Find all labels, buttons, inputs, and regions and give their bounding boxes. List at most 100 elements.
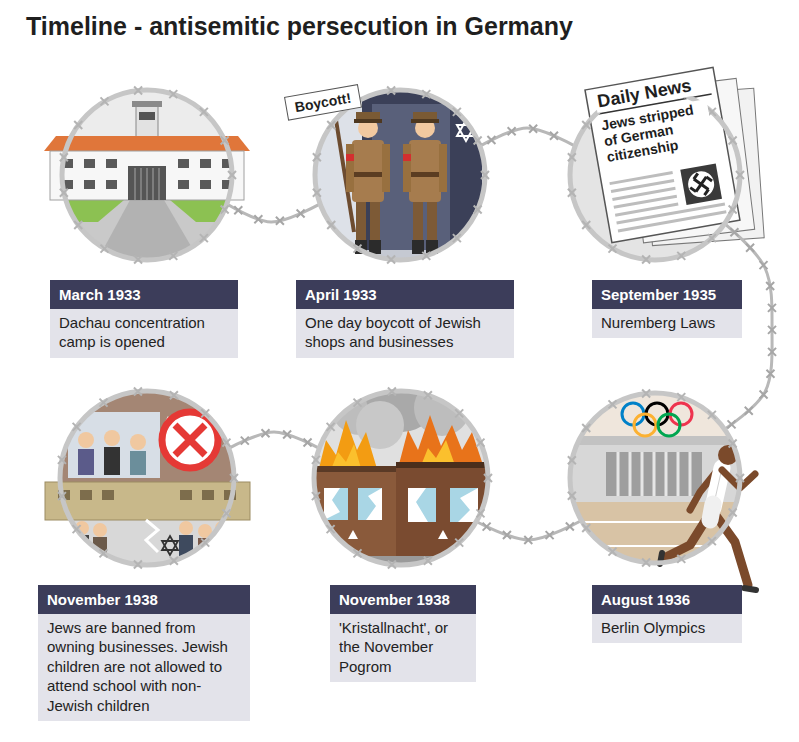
barb (566, 522, 574, 530)
wire-connector (228, 204, 319, 222)
stadium (560, 436, 760, 582)
front-newspaper (585, 67, 740, 242)
event-date: August 1936 (592, 585, 742, 614)
barb (768, 348, 776, 356)
barb (582, 424, 590, 432)
olympics-illustration (560, 392, 760, 590)
barb (254, 215, 262, 223)
front-newspaper (585, 67, 740, 242)
soldier-figure (346, 112, 390, 254)
barb (60, 189, 68, 197)
soldier-figure (439, 144, 447, 192)
ban-illustration (45, 482, 250, 520)
runner-figure (710, 504, 713, 520)
barb (60, 153, 68, 161)
barb (736, 171, 744, 179)
soldier-figure (369, 240, 381, 254)
crack-line (146, 520, 158, 552)
dachau-illustration (139, 112, 155, 120)
barb (276, 217, 284, 225)
event-circle: November 1938Jews are banned from owning… (57, 388, 237, 568)
barb (261, 429, 269, 437)
barb (642, 256, 650, 264)
barb (200, 234, 208, 242)
sign-text: Boycott! (284, 84, 362, 121)
event-description: One day boycott of Jewish shops and busi… (296, 309, 514, 358)
event-circle: November 1938'Kristallnacht', or the Nov… (311, 388, 491, 568)
barb (729, 509, 737, 517)
barb (312, 456, 320, 464)
ban-sign (175, 425, 205, 455)
barb (455, 409, 463, 417)
barbed-rim (60, 391, 234, 565)
barb (609, 400, 617, 408)
crowd-figure (75, 521, 229, 568)
barb (134, 86, 142, 94)
barb (642, 559, 650, 567)
barb (228, 171, 236, 179)
barb (745, 407, 753, 415)
crowd-figure (93, 523, 107, 537)
diagram-title: Timeline - antisemitic persecution in Ge… (26, 12, 573, 41)
barb (736, 474, 744, 482)
barb (327, 423, 335, 431)
barb (134, 256, 142, 264)
barb (424, 391, 432, 399)
olympic-rings (634, 414, 656, 436)
camp-window (84, 159, 95, 168)
barb (200, 108, 208, 116)
soldier-figure (352, 172, 384, 177)
olympic-rings (658, 414, 680, 436)
barb (708, 234, 716, 242)
crowd-figure (215, 535, 229, 565)
barb (170, 557, 178, 565)
barb (529, 125, 537, 133)
burning-street (312, 466, 396, 472)
event-circle: August 1936Berlin Olympics (567, 390, 743, 566)
camp-window (178, 159, 189, 168)
barbed-wire (481, 125, 574, 146)
barb (746, 244, 754, 252)
barb (677, 555, 685, 563)
broken-window (324, 488, 478, 522)
soldier-figure (346, 154, 354, 161)
barb (327, 221, 335, 229)
barb (201, 409, 209, 417)
barb (582, 221, 590, 229)
barb (503, 531, 511, 539)
barb (484, 474, 492, 482)
barb (134, 387, 142, 395)
barb (481, 171, 489, 179)
dachau-illustration (135, 168, 159, 200)
circle-outline (567, 390, 743, 566)
shopfront (130, 451, 146, 475)
event-description: Jews are banned from owning businesses. … (38, 614, 250, 722)
school-window (180, 490, 192, 500)
event-date: March 1933 (50, 280, 238, 309)
broken-window (358, 488, 382, 520)
school-window (80, 490, 92, 500)
barb (222, 509, 230, 517)
barb (313, 189, 321, 197)
shopfront (104, 430, 120, 446)
dachau-illustration (50, 151, 244, 200)
barb (221, 136, 229, 144)
event-circle: April 1933One day boycott of Jewish shop… (312, 87, 488, 263)
barb (58, 456, 66, 464)
dachau-illustration (128, 166, 166, 200)
shopfront (61, 420, 69, 428)
shopfront (78, 432, 94, 448)
wire-connector (481, 128, 574, 146)
olympic-rings (622, 403, 692, 436)
camp-window (200, 159, 211, 168)
barb (283, 430, 291, 438)
event-date: November 1938 (330, 585, 476, 614)
barb (170, 391, 178, 399)
barb (768, 326, 776, 334)
barb (508, 127, 516, 135)
barb (134, 561, 142, 569)
barb (550, 132, 558, 140)
barb (73, 423, 81, 431)
school-window (58, 490, 236, 500)
soldier-figure (354, 119, 382, 123)
